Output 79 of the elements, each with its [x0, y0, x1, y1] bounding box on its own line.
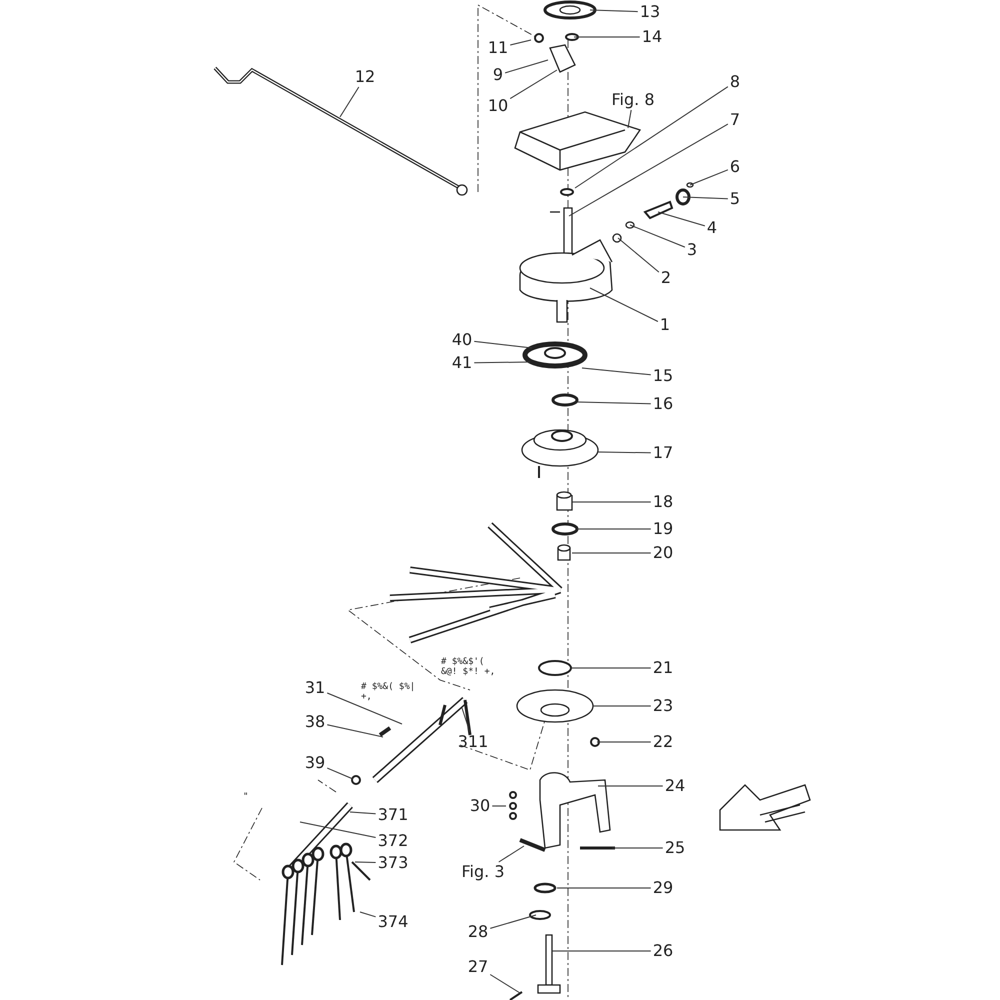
leader-line — [462, 708, 470, 732]
callout-number: 24 — [664, 777, 686, 795]
leader-line — [326, 692, 402, 724]
leader-line — [630, 224, 686, 248]
leader-line — [504, 60, 548, 74]
leader-line — [576, 402, 652, 404]
leader-line — [590, 10, 638, 12]
callout-number: 5 — [730, 190, 740, 208]
callout-number: 31 — [304, 679, 326, 697]
callout-number: 7 — [730, 111, 740, 129]
leader-line — [590, 288, 658, 322]
annotation-text: # $%&( $%| +, — [361, 682, 416, 702]
callout-number: 29 — [652, 879, 674, 897]
leader-line — [474, 362, 530, 364]
leader-line — [690, 169, 728, 186]
leader-line — [568, 124, 728, 216]
callout-number: 9 — [492, 66, 504, 84]
callout-number: 12 — [354, 68, 376, 86]
figure-reference: Fig. 3 — [462, 863, 504, 881]
callout-number: 21 — [652, 659, 674, 677]
callout-number: 4 — [706, 219, 718, 237]
leader-line — [490, 974, 520, 994]
callout-number: 14 — [642, 28, 662, 46]
callout-number: 26 — [652, 942, 674, 960]
callout-number: 15 — [652, 367, 674, 385]
callout-number: 41 — [452, 354, 472, 372]
leader-line — [682, 196, 728, 200]
leader-line — [572, 552, 652, 554]
leader-line — [658, 212, 706, 226]
leader-line — [574, 36, 640, 38]
callout-number: 40 — [452, 331, 472, 349]
leader-line — [582, 368, 652, 376]
callout-number: 8 — [730, 73, 740, 91]
leader-line — [340, 86, 360, 118]
leader-line — [552, 950, 652, 952]
annotation-text: # $%&$'( &@! $*! +, — [441, 657, 496, 677]
leader-line — [510, 40, 532, 46]
leader-line — [598, 452, 652, 454]
leader-line — [300, 822, 376, 838]
callout-number: 374 — [378, 913, 408, 931]
callout-number: 10 — [488, 97, 508, 115]
callout-number: 2 — [660, 269, 672, 287]
leader-line — [498, 846, 524, 862]
figure-reference: Fig. 8 — [612, 91, 654, 109]
callout-number: 20 — [652, 544, 674, 562]
leader-line — [490, 914, 536, 929]
leader-line — [510, 70, 558, 100]
callout-number: 11 — [488, 39, 508, 57]
callout-number: 38 — [304, 713, 326, 731]
leader-line — [354, 862, 376, 863]
leader-line — [326, 724, 384, 738]
callout-number: 311 — [458, 733, 488, 751]
callout-number: 28 — [468, 923, 488, 941]
callout-number: 18 — [652, 493, 674, 511]
callout-number: 23 — [652, 697, 674, 715]
annotation-text: " — [243, 792, 248, 802]
leader-line — [574, 86, 728, 188]
callout-number: 6 — [730, 158, 740, 176]
callout-number: 25 — [664, 839, 686, 857]
callout-number: 1 — [660, 316, 670, 334]
callout-number: 3 — [686, 241, 698, 259]
leader-line — [618, 238, 660, 273]
callout-number: 373 — [378, 854, 408, 872]
leader-line — [350, 812, 376, 814]
callout-number: 372 — [378, 832, 408, 850]
callout-number: 19 — [652, 520, 674, 538]
leader-line — [576, 528, 652, 530]
callout-number: 39 — [304, 754, 326, 772]
callout-number: 22 — [652, 733, 674, 751]
callout-number: 27 — [468, 958, 488, 976]
callout-number: 16 — [652, 395, 674, 413]
leader-line — [628, 110, 632, 128]
callout-number: 17 — [652, 444, 674, 462]
callout-number: 371 — [378, 806, 408, 824]
callout-number: 30 — [470, 797, 490, 815]
leader-line — [360, 912, 376, 918]
leader-line — [474, 340, 532, 348]
leader-line — [326, 768, 354, 780]
callout-number: 13 — [640, 3, 660, 21]
